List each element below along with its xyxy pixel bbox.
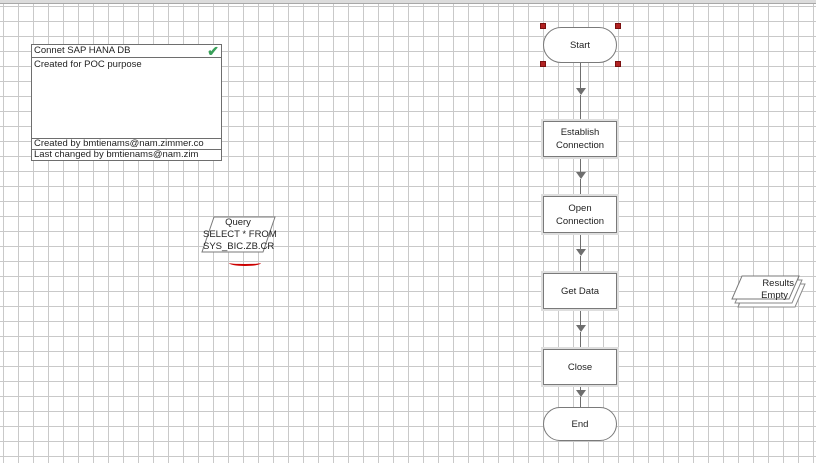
end-label: End — [571, 418, 589, 430]
get-data-process[interactable]: Get Data — [543, 273, 617, 309]
start-label: Start — [569, 39, 591, 51]
results-data-shape[interactable] — [731, 275, 800, 300]
establish-connection-label: Establish Connection — [555, 127, 605, 151]
selection-handle[interactable] — [615, 61, 621, 67]
query-sql-line1: SELECT * FROM — [203, 229, 277, 240]
connector-line — [580, 397, 581, 407]
start-terminator[interactable]: Start — [543, 27, 617, 63]
spellcheck-underline — [229, 260, 261, 266]
query-label: Query — [225, 217, 251, 228]
connector-line — [580, 385, 581, 390]
open-connection-label: Open Connection — [555, 202, 605, 227]
connector-line — [580, 63, 581, 89]
connector-line — [580, 157, 581, 172]
connector-line — [580, 233, 581, 249]
arrow-down-icon — [576, 325, 586, 332]
process-annotation-box[interactable]: Connet SAP HANA DB ✔ Created for POC pur… — [31, 44, 222, 161]
annotation-title: Connet SAP HANA DB — [32, 45, 221, 58]
connector-line — [580, 309, 581, 325]
connector-line — [580, 179, 581, 196]
establish-connection-process[interactable]: Establish Connection — [543, 121, 617, 157]
created-by-text: Created by bmtienams@nam.zimmer.co — [32, 139, 221, 150]
connector-line — [580, 256, 581, 273]
annotation-description: Created for POC purpose — [34, 59, 142, 70]
selection-handle[interactable] — [540, 61, 546, 67]
results-label: Results — [762, 278, 794, 289]
connector-line — [580, 332, 581, 349]
results-status: Empty — [761, 290, 788, 301]
last-changed-by-text: Last changed by bmtienams@nam.zim — [34, 150, 199, 160]
canvas-top-border — [0, 0, 816, 4]
annotation-footer: Created by bmtienams@nam.zimmer.co Last … — [32, 138, 221, 160]
selection-handle[interactable] — [540, 23, 546, 29]
query-data-text: Query SELECT * FROM SYS_BIC.ZB.CR — [203, 217, 277, 253]
query-sql-line2: SYS_BIC.ZB.CR — [203, 241, 275, 252]
close-process[interactable]: Close — [543, 349, 617, 385]
results-data-text: Results Empty — [738, 278, 802, 302]
selection-handle[interactable] — [615, 23, 621, 29]
checkmark-icon: ✔ — [207, 43, 219, 59]
arrow-down-icon — [576, 172, 586, 179]
end-terminator[interactable]: End — [543, 407, 617, 441]
get-data-label: Get Data — [560, 285, 600, 297]
query-data-shape[interactable] — [201, 216, 276, 253]
open-connection-process[interactable]: Open Connection — [543, 196, 617, 233]
arrow-down-icon — [576, 390, 586, 397]
arrow-down-icon — [576, 249, 586, 256]
arrow-down-icon — [576, 88, 586, 95]
connector-line — [580, 95, 581, 121]
close-label: Close — [567, 361, 593, 373]
